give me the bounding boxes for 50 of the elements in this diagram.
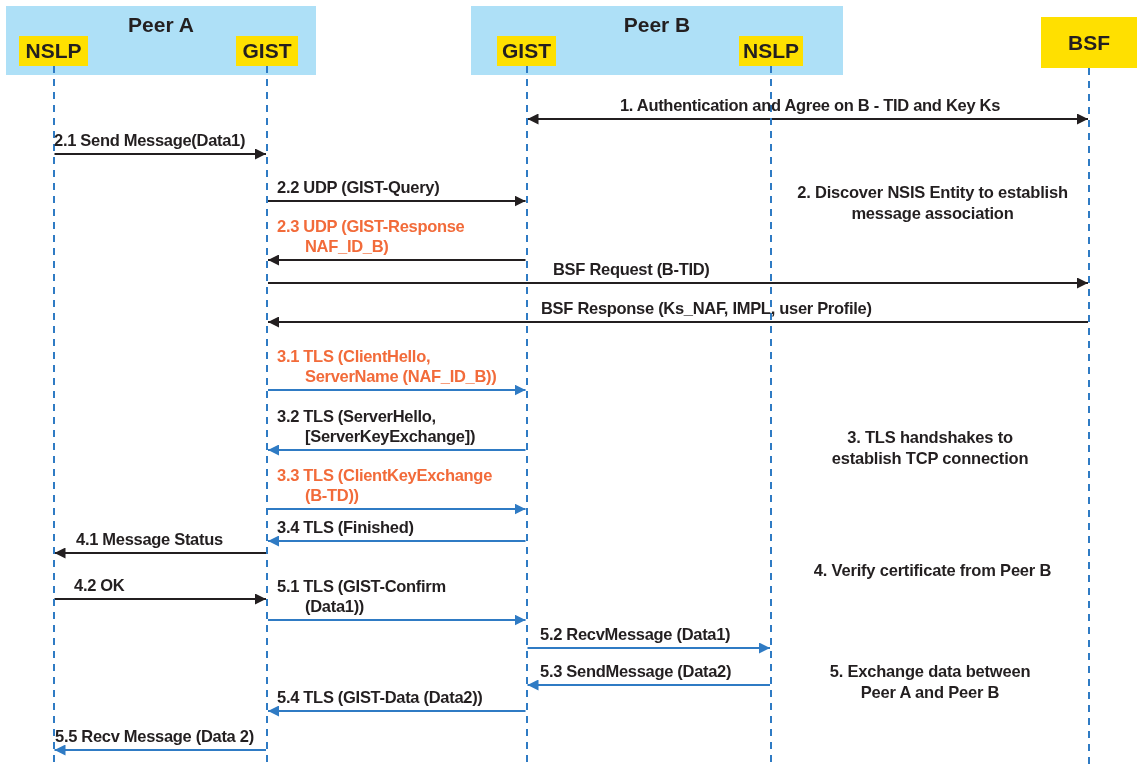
edge-label: 4.1 Message Status	[76, 529, 224, 549]
message-arrow	[267, 535, 527, 547]
message-arrow	[267, 705, 527, 717]
participant-box	[19, 36, 88, 66]
edge-label: 5.3 SendMessage (Data2)	[540, 661, 733, 681]
participant-title: Peer A	[127, 13, 195, 37]
edge-label: BSF Response (Ks_NAF, IMPL, user Profile)	[541, 298, 873, 318]
message-arrow	[53, 547, 267, 559]
edge-label: 1. Authentication and Agree on B - TID and Key Ks	[618, 95, 1002, 115]
message-arrow	[53, 744, 267, 756]
edge-label: 5.1 TLS (GIST-Confirm (Data1))	[277, 576, 447, 616]
participant-name: BSF	[1068, 30, 1110, 55]
message-arrow	[267, 195, 527, 207]
message-arrow	[267, 614, 527, 626]
edge-label: 2.3 UDP (GIST-Response NAF_ID_B)	[277, 216, 466, 256]
message-arrow	[267, 384, 527, 396]
participant-name: NSLP	[743, 39, 799, 63]
participant-name: GIST	[502, 39, 551, 63]
participant-name: GIST	[242, 39, 292, 63]
participant-group	[471, 6, 843, 75]
edge-label: BSF Request (B-TID)	[553, 259, 711, 279]
message-arrow	[526, 113, 1089, 125]
edge-label: 4.2 OK	[74, 575, 126, 595]
step-note: 4. Verify certificate from Peer B	[812, 560, 1053, 581]
edge-label: 3.2 TLS (ServerHello, [ServerKeyExchange])	[277, 406, 477, 446]
message-arrow	[53, 148, 267, 160]
edge-label: 5.2 RecvMessage (Data1)	[540, 624, 732, 644]
message-arrow	[526, 679, 771, 691]
edge-label: 2.2 UDP (GIST-Query)	[277, 177, 441, 197]
participant-box	[1041, 17, 1137, 68]
edge-label: 2.1 Send Message(Data1)	[54, 130, 247, 150]
participant-box	[236, 36, 298, 66]
message-arrow	[267, 316, 1089, 328]
edge-label: 5.4 TLS (GIST-Data (Data2))	[277, 687, 484, 707]
message-arrow	[267, 444, 527, 456]
participant-name: NSLP	[25, 39, 82, 63]
edge-label: 3.3 TLS (ClientKeyExchange (B-TD))	[277, 465, 493, 505]
step-note: 5. Exchange data between Peer A and Peer B	[828, 661, 1032, 703]
edge-label: 5.5 Recv Message (Data 2)	[55, 726, 255, 746]
step-note: 3. TLS handshakes to establish TCP connection	[830, 427, 1030, 469]
message-arrow	[267, 503, 527, 515]
participant-title: Peer B	[622, 13, 692, 37]
participant-group	[6, 6, 316, 75]
message-arrow	[267, 254, 527, 266]
message-arrow	[526, 642, 771, 654]
edge-label: 3.1 TLS (ClientHello, ServerName (NAF_ID_B))	[277, 346, 498, 386]
edge-label: 3.4 TLS (Finished)	[277, 517, 415, 537]
message-arrow	[267, 277, 1089, 289]
message-arrow	[53, 593, 267, 605]
step-note: 2. Discover NSIS Entity to establish message association	[796, 182, 1069, 224]
